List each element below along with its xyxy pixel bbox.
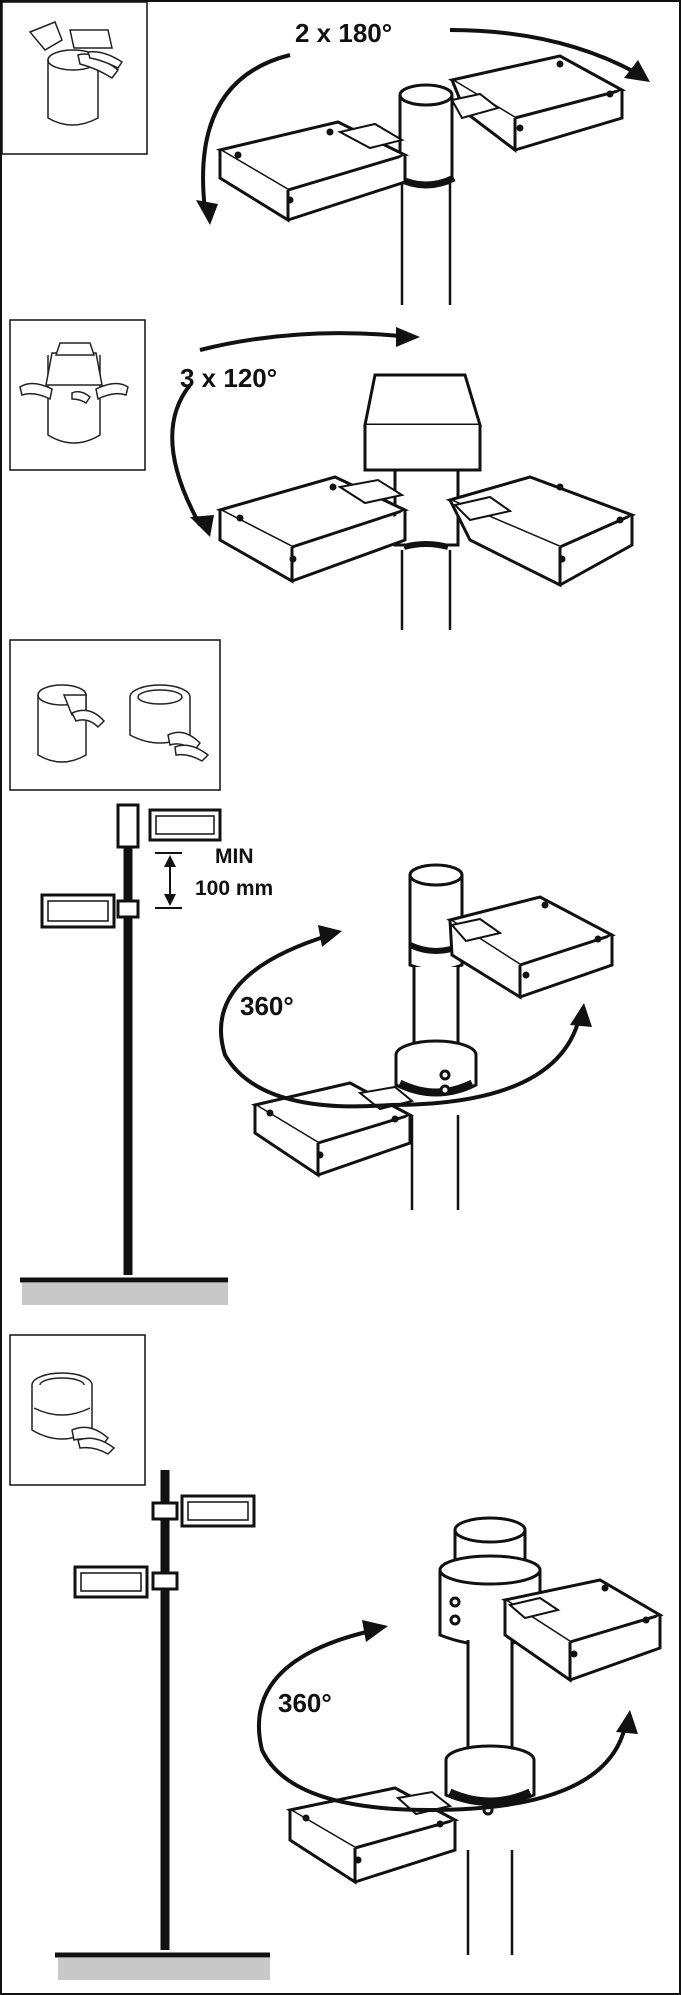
thumbnail-box <box>1 1 148 155</box>
panel-offset-modules: MIN 100 mm <box>0 635 681 1330</box>
side-view-modules <box>40 803 222 929</box>
rotation-arrow-360 <box>256 1628 628 1812</box>
triple-clamp-icon <box>19 342 129 444</box>
label-2x180: 2 x 180° <box>295 18 392 48</box>
module-left <box>215 475 410 584</box>
panel-two-modules-illustration: 2 x 180° <box>1 1 650 305</box>
panel-double-ring-illustration: 360° <box>9 1334 664 1980</box>
module-upper <box>446 895 616 1000</box>
module-right <box>448 54 627 154</box>
panel-three-modules-illustration: 3 x 120° <box>9 319 636 630</box>
arrow-heads <box>362 1620 638 1734</box>
rotation-arrow-2x180 <box>201 28 641 211</box>
pole <box>400 180 452 305</box>
arrow-heads <box>318 925 592 1027</box>
module-lower <box>285 1786 460 1885</box>
module-top <box>363 373 483 472</box>
thumbnail-box <box>9 639 221 791</box>
pole <box>410 1115 460 1210</box>
thumbnail-box <box>9 1334 146 1486</box>
dimension-arrows <box>164 855 176 906</box>
label-360-b: 360° <box>278 1688 332 1718</box>
lower-ring-clamp <box>444 1744 536 1816</box>
panel-offset-modules-illustration: MIN 100 mm <box>9 639 616 1305</box>
panel-double-ring: 360° <box>0 1330 681 1995</box>
panel-three-modules: 3 x 120° <box>0 315 681 635</box>
arrow-heads <box>190 327 420 537</box>
single-clamp-icon <box>28 21 124 126</box>
ground-hatch <box>22 1283 228 1305</box>
module-upper <box>501 1578 664 1683</box>
min-value: 100 mm <box>195 877 273 900</box>
arrow-heads <box>196 60 650 225</box>
label-3x120: 3 x 120° <box>180 363 277 393</box>
ring-clamp <box>394 1039 478 1097</box>
thumbnail-box <box>9 319 146 471</box>
rotation-arrow-360 <box>219 933 582 1109</box>
rotation-arrow-3x120 <box>170 331 411 526</box>
pole <box>466 1850 514 1955</box>
pole <box>400 550 452 630</box>
side-view-modules <box>73 1494 256 1599</box>
pole-cap-icon <box>37 684 106 763</box>
ring-clamp-icon <box>129 684 210 762</box>
panel-two-modules: 2 x 180° <box>0 0 681 315</box>
module-right <box>445 475 636 588</box>
side-view-mast <box>20 805 228 1283</box>
double-ring-clamp-icon <box>31 1372 116 1455</box>
module-lower <box>251 1081 415 1178</box>
label-360-a: 360° <box>240 991 294 1021</box>
side-view-mast <box>55 1470 270 1958</box>
ground-hatch <box>58 1958 270 1980</box>
module-left <box>216 120 410 223</box>
min-label: MIN <box>215 845 254 868</box>
